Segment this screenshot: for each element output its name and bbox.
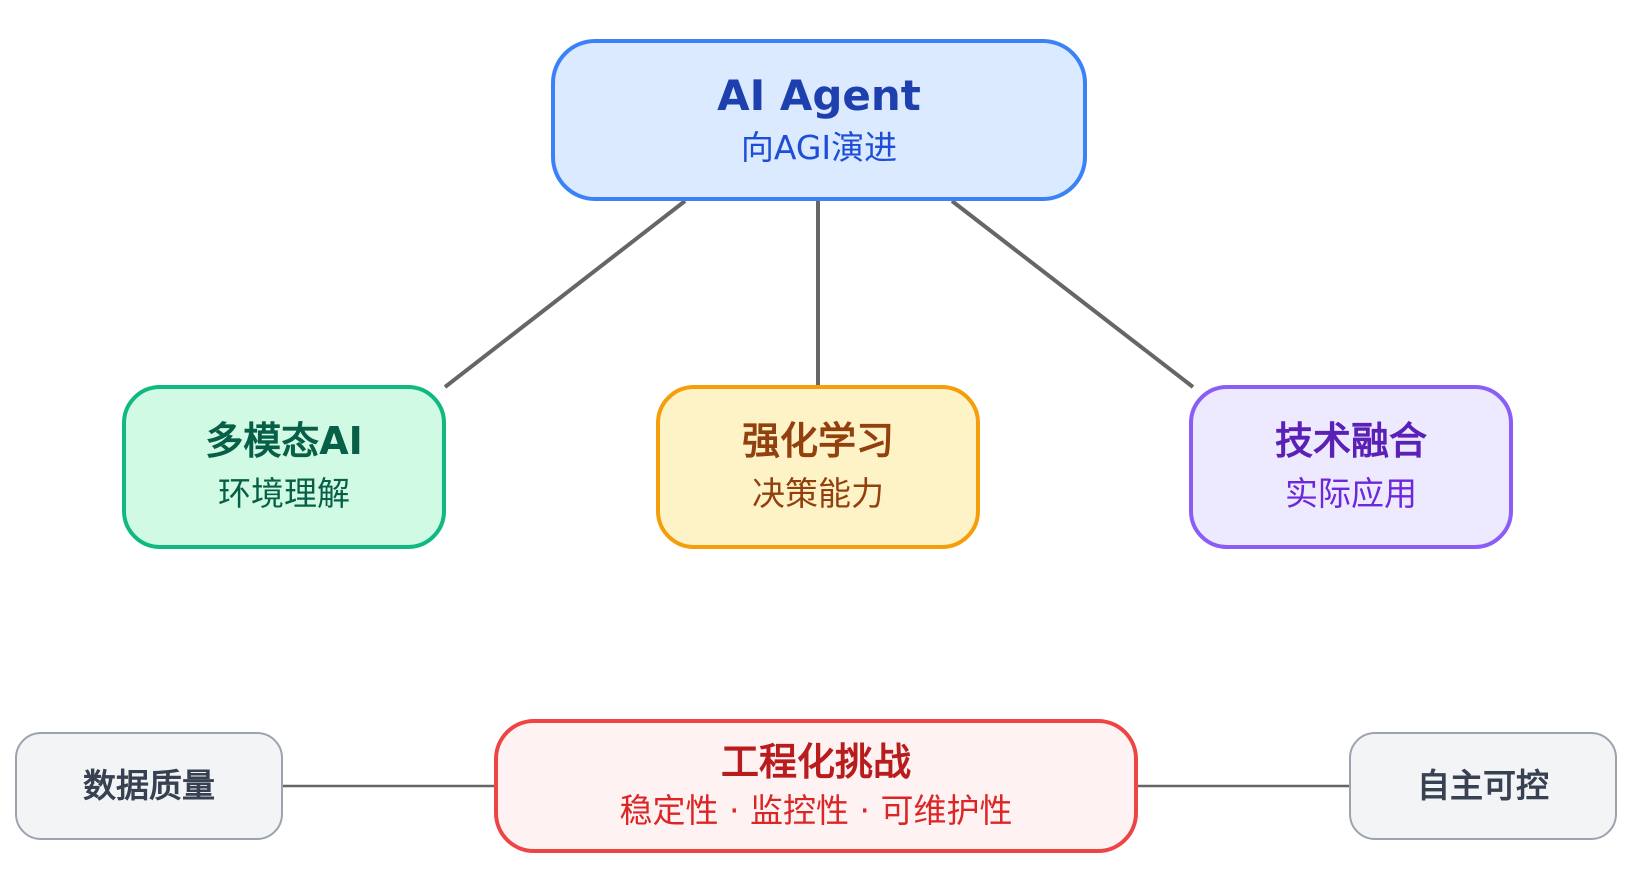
node-engineering-challenge: 工程化挑战 稳定性 · 监控性 · 可维护性 [494,719,1138,853]
node-tech-fusion-title: 技术融合 [1274,419,1427,464]
node-data-quality: 数据质量 [15,732,283,840]
node-data-quality-title: 数据质量 [83,766,215,806]
node-autonomy-control-title: 自主可控 [1417,766,1549,806]
node-reinforcement-learning-subtitle: 决策能力 [752,474,884,514]
node-ai-agent: AI Agent 向AGI演进 [551,39,1087,201]
node-tech-fusion-subtitle: 实际应用 [1285,474,1417,514]
node-reinforcement-learning: 强化学习 决策能力 [656,385,980,549]
node-ai-agent-title: AI Agent [717,71,921,121]
edge-root-fusion [950,199,1195,389]
node-engineering-challenge-title: 工程化挑战 [720,740,911,785]
node-multimodal-ai-title: 多模态AI [205,419,363,464]
node-autonomy-control: 自主可控 [1349,732,1617,840]
edge-root-multimodal [443,199,687,389]
node-tech-fusion: 技术融合 实际应用 [1189,385,1513,549]
node-multimodal-ai-subtitle: 环境理解 [218,474,350,514]
node-reinforcement-learning-title: 强化学习 [741,419,894,464]
node-ai-agent-subtitle: 向AGI演进 [740,128,898,168]
node-multimodal-ai: 多模态AI 环境理解 [122,385,446,549]
node-engineering-challenge-subtitle: 稳定性 · 监控性 · 可维护性 [619,791,1013,831]
